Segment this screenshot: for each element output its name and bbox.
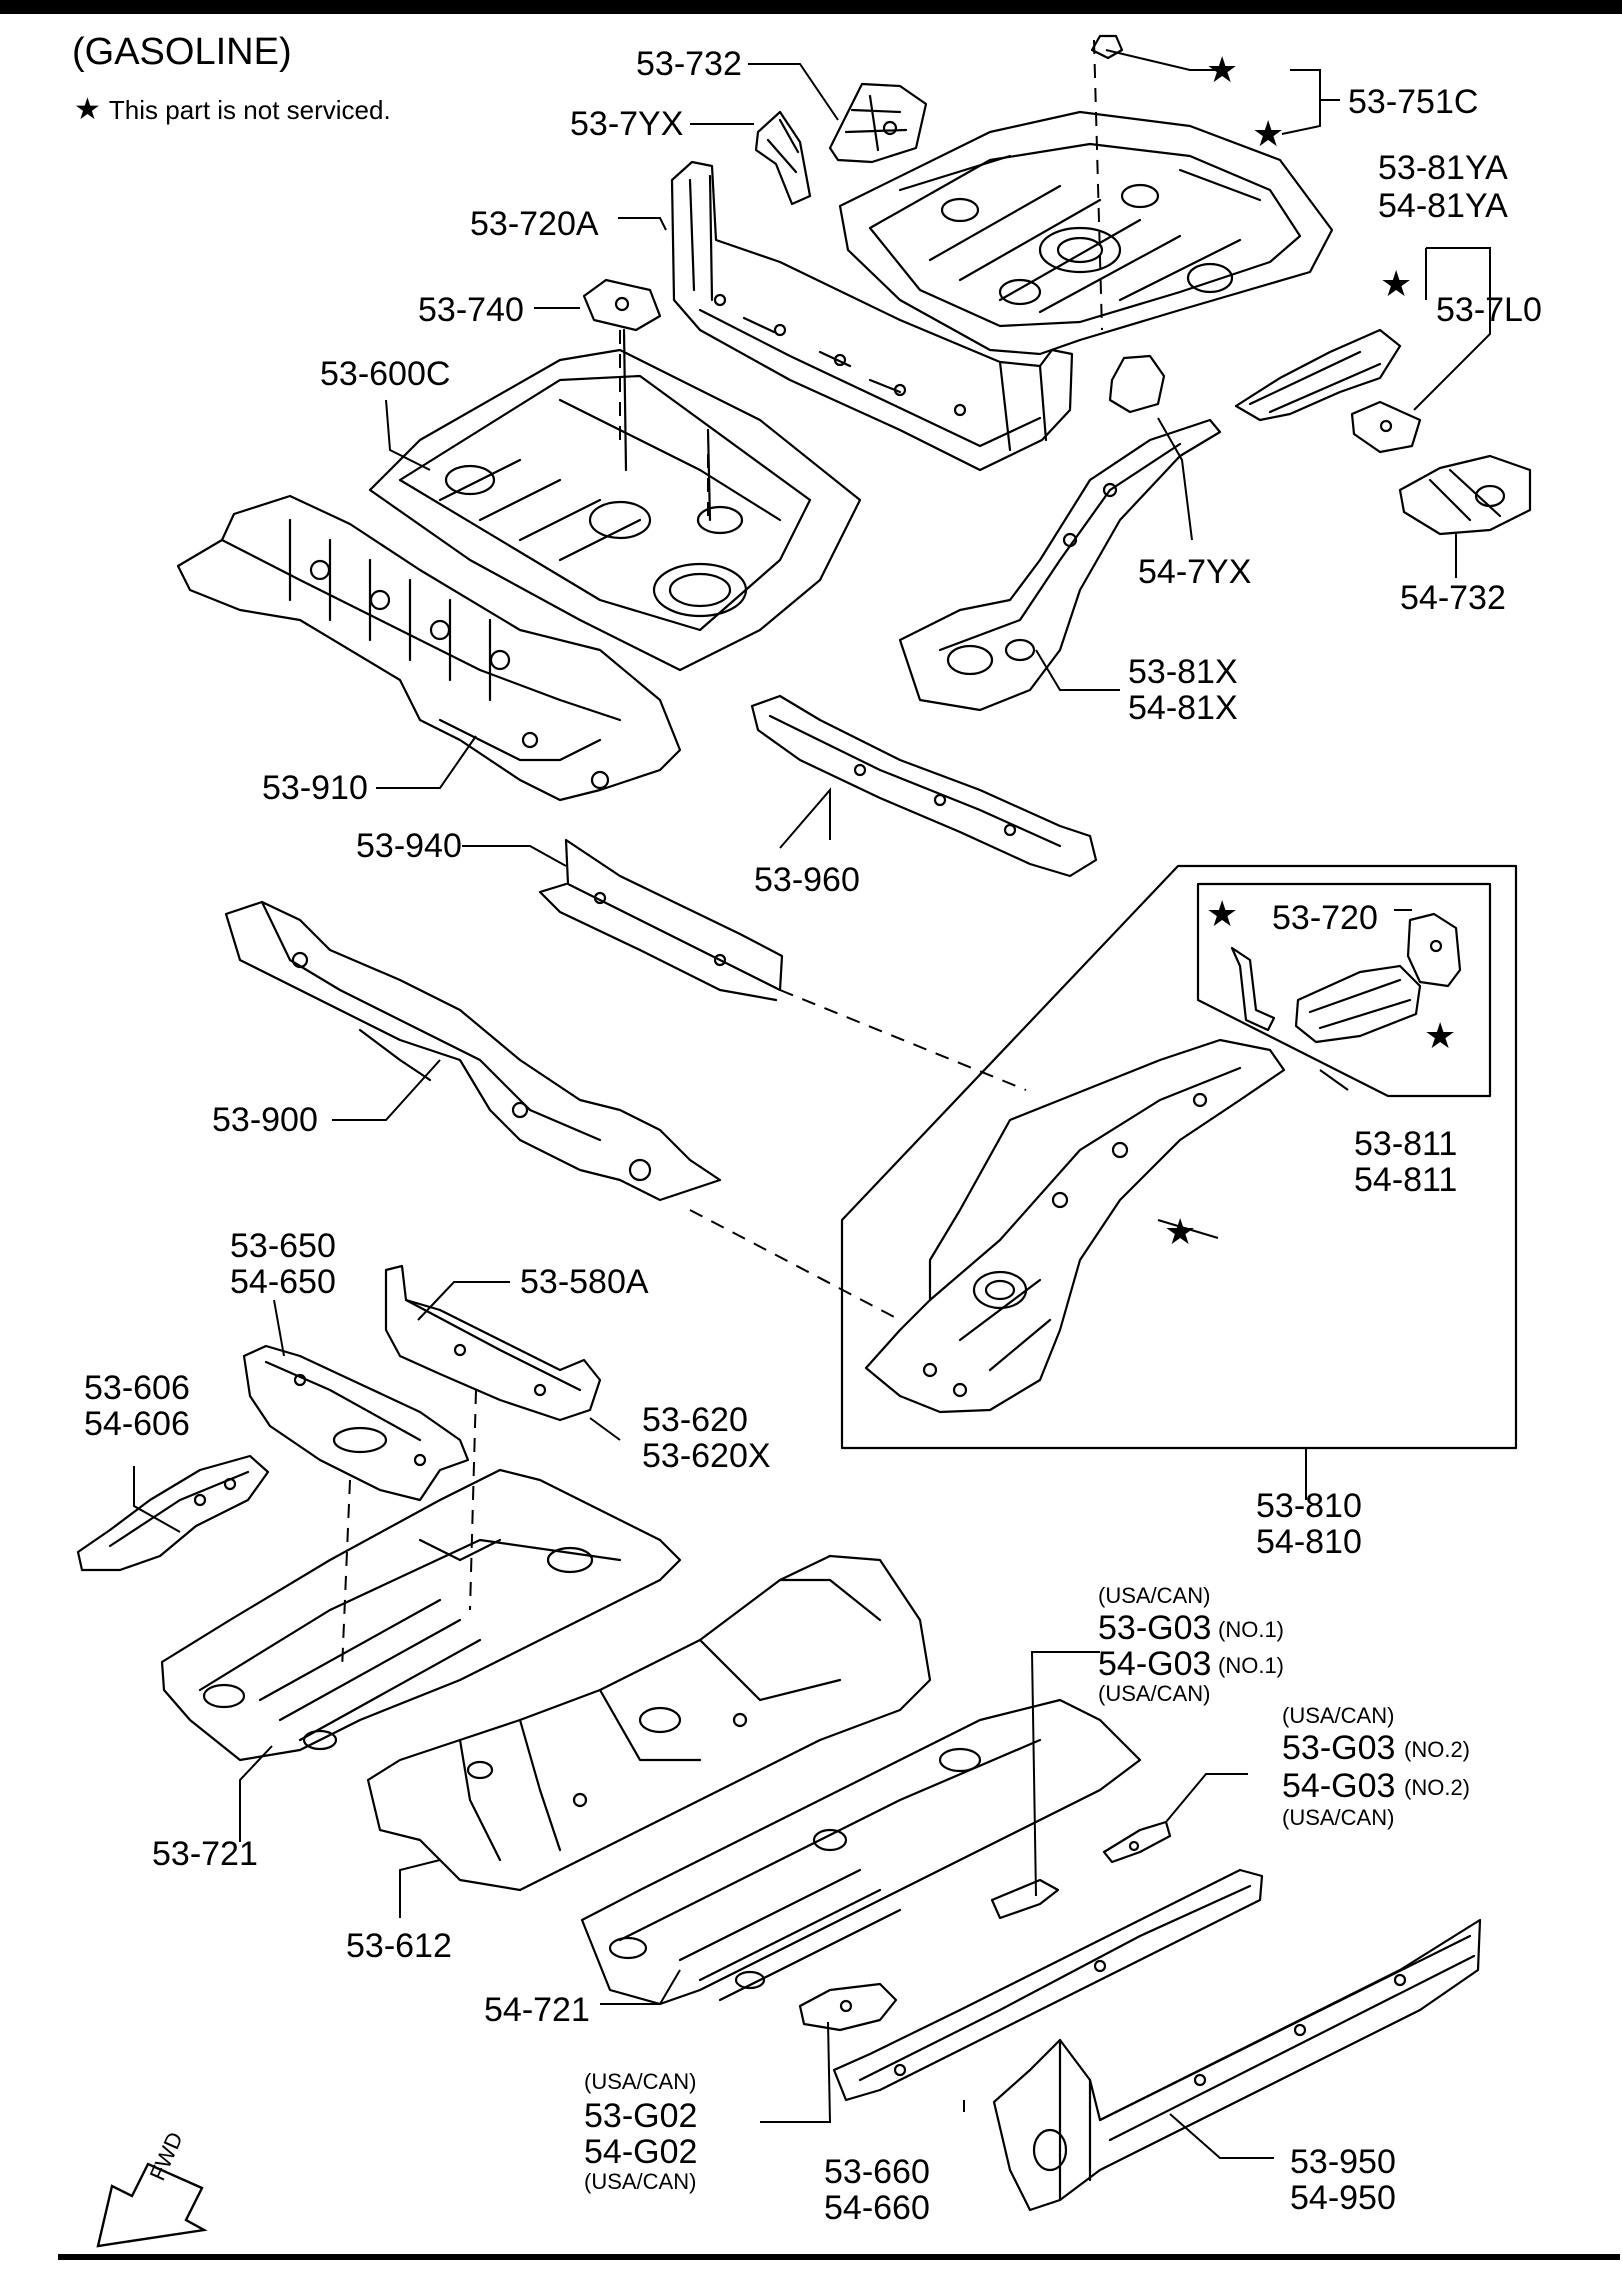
label-53-740: 53-740	[418, 291, 524, 329]
label-53-721: 53-721	[152, 1835, 258, 1873]
legend-note: ★This part is not serviced.	[74, 92, 391, 128]
leader-lines	[133, 49, 1491, 2159]
label-53-606: 53-606	[84, 1369, 190, 1407]
bottom-border	[58, 2254, 1620, 2260]
legend-note-text: This part is not serviced.	[108, 95, 391, 125]
label-53-81YA: 53-81YA	[1378, 149, 1508, 187]
label-53-600C: 53-600C	[320, 355, 451, 393]
star-icon: ★	[74, 93, 101, 126]
dashed-guides	[341, 39, 1103, 1671]
part-53-81YA	[1234, 328, 1402, 422]
star-icon: ★	[1164, 1211, 1197, 1252]
part-53-660	[832, 1868, 1264, 2102]
label-53-811: 53-811	[1354, 1125, 1458, 1163]
part-53-950	[992, 1918, 1482, 2212]
label-54-7YX: 54-7YX	[1138, 553, 1252, 591]
label-54-81X: 54-81X	[1128, 689, 1238, 727]
part-54-7YX	[1108, 354, 1166, 414]
label-usa-can: (USA/CAN)	[1098, 1583, 1211, 1608]
part-54-721	[580, 1698, 1142, 2006]
part-53-910	[176, 494, 682, 802]
label-53-620: 53-620	[642, 1401, 748, 1439]
label-54-G03-no1: 54-G03	[1098, 1645, 1212, 1683]
part-53-732	[828, 82, 928, 164]
label-usa-can: (USA/CAN)	[584, 2069, 697, 2094]
label-53-720: 53-720	[1272, 899, 1378, 937]
part-53-G03-no2	[1102, 1820, 1172, 1864]
label-usa-can: (USA/CAN)	[584, 2169, 697, 2194]
label-53-732: 53-732	[636, 45, 742, 83]
label-53-660: 53-660	[824, 2153, 930, 2191]
part-53-900	[224, 900, 722, 1202]
label-53-620X: 53-620X	[642, 1437, 771, 1475]
label-53-910: 53-910	[262, 769, 368, 807]
part-53-81X	[898, 418, 1222, 712]
label-53-G03-no2: 53-G03	[1282, 1729, 1396, 1767]
label-usa-can: (USA/CAN)	[1282, 1805, 1395, 1830]
label-no2: (NO.2)	[1404, 1775, 1470, 1800]
label-53-612: 53-612	[346, 1927, 452, 1965]
label-54-81YA: 54-81YA	[1378, 187, 1508, 225]
label-54-G02: 54-G02	[584, 2133, 698, 2171]
label-54-650: 54-650	[230, 1263, 336, 1301]
label-54-950: 54-950	[1290, 2179, 1396, 2217]
label-53-810: 53-810	[1256, 1487, 1362, 1525]
label-53-81X: 53-81X	[1128, 653, 1238, 691]
part-53-606	[76, 1454, 270, 1572]
label-54-721: 54-721	[484, 1991, 590, 2029]
part-53-612	[366, 1554, 932, 1892]
label-53-650: 53-650	[230, 1227, 336, 1265]
label-53-720A: 53-720A	[470, 205, 599, 243]
label-usa-can: (USA/CAN)	[1098, 1681, 1211, 1706]
label-53-900: 53-900	[212, 1101, 318, 1139]
label-53-950: 53-950	[1290, 2143, 1396, 2181]
label-53-960: 53-960	[754, 861, 860, 899]
label-54-606: 54-606	[84, 1405, 190, 1443]
part-53-960	[750, 694, 1098, 878]
part-53-650	[242, 1344, 470, 1502]
label-54-732: 54-732	[1400, 579, 1506, 617]
label-53-G03-no1: 53-G03	[1098, 1609, 1212, 1647]
label-54-G03-no2: 54-G03	[1282, 1767, 1396, 1805]
star-icon: ★	[1424, 1015, 1457, 1056]
label-no1: (NO.1)	[1218, 1617, 1284, 1642]
top-border	[0, 0, 1622, 14]
fwd-arrow-icon	[96, 2162, 208, 2248]
part-53-G02	[798, 1982, 898, 2032]
label-no2: (NO.2)	[1404, 1737, 1470, 1762]
label-53-940: 53-940	[356, 827, 462, 865]
part-53-720A	[670, 160, 1074, 472]
diagram-title: (GASOLINE)	[72, 31, 292, 73]
star-icon: ★	[1206, 49, 1239, 90]
part-54-732	[1398, 454, 1532, 536]
part-53-7YX	[754, 110, 812, 206]
part-53-940	[538, 838, 784, 1002]
part-53-G03-no1	[990, 1878, 1060, 1920]
part-53-7L0	[1350, 400, 1422, 454]
part-53-751C	[838, 34, 1334, 356]
label-53-7YX: 53-7YX	[570, 105, 684, 143]
label-53-7L0: 53-7L0	[1436, 291, 1542, 329]
label-53-580A: 53-580A	[520, 1263, 649, 1301]
part-53-600C	[368, 328, 862, 672]
part-53-721	[160, 1468, 682, 1762]
label-54-660: 54-660	[824, 2189, 930, 2227]
label-54-811: 54-811	[1354, 1161, 1458, 1199]
label-no1: (NO.1)	[1218, 1653, 1284, 1678]
part-53-740	[582, 278, 662, 332]
label-53-751C: 53-751C	[1348, 83, 1479, 121]
label-53-G02: 53-G02	[584, 2097, 698, 2135]
part-53-810-box	[840, 864, 1518, 1450]
label-54-810: 54-810	[1256, 1523, 1362, 1561]
part-53-580A	[384, 1264, 602, 1422]
star-icon: ★	[1380, 263, 1413, 304]
star-icon: ★	[1252, 113, 1285, 154]
label-usa-can: (USA/CAN)	[1282, 1703, 1395, 1728]
star-icon: ★	[1206, 893, 1239, 934]
